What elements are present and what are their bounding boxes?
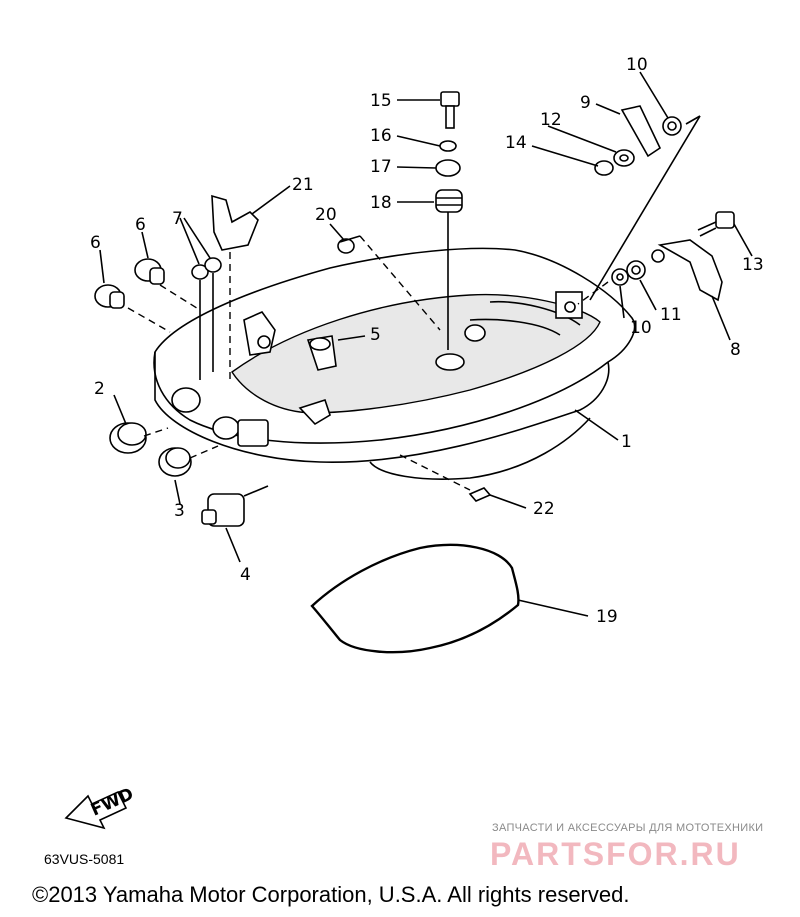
watermark-caption: ЗАПЧАСТИ И АКСЕССУАРЫ ДЛЯ МОТОТЕХНИКИ — [492, 822, 764, 834]
watermark-brand: PARTSFOR.RU — [490, 836, 741, 872]
callout-4: 4 — [240, 565, 251, 585]
callout-10b: 10 — [630, 318, 652, 338]
part-9-plate — [620, 105, 662, 158]
callout-12: 12 — [540, 110, 562, 130]
part-11-washer — [626, 260, 646, 280]
callout-16: 16 — [370, 126, 392, 146]
part-8-bracket — [651, 239, 723, 302]
part-22-label — [468, 487, 492, 502]
callout-5: 5 — [370, 325, 381, 345]
part-13-bolt — [697, 211, 735, 237]
leader-lines — [99, 71, 753, 617]
copyright-notice: ©2013 Yamaha Motor Corporation, U.S.A. A… — [32, 882, 630, 907]
callout-17: 17 — [370, 157, 392, 177]
callout-18: 18 — [370, 193, 392, 213]
part-17-collar — [435, 159, 461, 177]
callout-21: 21 — [292, 175, 314, 195]
part-19-seal — [310, 543, 520, 654]
part-12-washer — [613, 149, 635, 167]
assembly-lines — [127, 235, 609, 491]
part-5-clip — [306, 335, 337, 371]
callout-3: 3 — [174, 501, 185, 521]
part-3-plug — [158, 447, 192, 477]
callout-8: 8 — [730, 340, 741, 360]
part-14-bolt — [594, 160, 614, 176]
callout-20: 20 — [315, 205, 337, 225]
callout-2: 2 — [94, 379, 105, 399]
part-6-grommet-left — [94, 284, 125, 309]
callout-22: 22 — [533, 499, 555, 519]
callout-15: 15 — [370, 91, 392, 111]
part-4-grommet — [201, 493, 245, 527]
fwd-arrow-icon: FWD — [64, 784, 137, 830]
callout-19: 19 — [596, 607, 618, 627]
callout-1: 1 — [621, 432, 632, 452]
callout-7: 7 — [172, 209, 183, 229]
part-7-screws — [191, 257, 222, 380]
callout-10a: 10 — [626, 55, 648, 75]
callout-11: 11 — [660, 305, 682, 325]
part-10-nut-top — [662, 116, 682, 136]
part-16-washer — [439, 140, 457, 152]
part-21-bracket — [211, 194, 259, 251]
part-2-plug — [109, 422, 147, 454]
part-18-grommet — [435, 189, 463, 213]
callout-labels: 1 2 3 4 5 6 6 7 8 9 10 10 11 12 13 14 15… — [90, 55, 764, 627]
callout-14: 14 — [505, 133, 527, 153]
callout-6a: 6 — [135, 215, 146, 235]
part-15-bolt — [440, 91, 460, 129]
callout-13: 13 — [742, 255, 764, 275]
bottom-cowling — [153, 247, 636, 480]
diagram-part-code: 63VUS-5081 — [44, 851, 125, 867]
callout-9: 9 — [580, 93, 591, 113]
callout-6b: 6 — [90, 233, 101, 253]
part-20-screw — [337, 235, 361, 254]
part-10-nut-mid — [611, 268, 629, 286]
part-6-grommet-right — [134, 258, 165, 285]
